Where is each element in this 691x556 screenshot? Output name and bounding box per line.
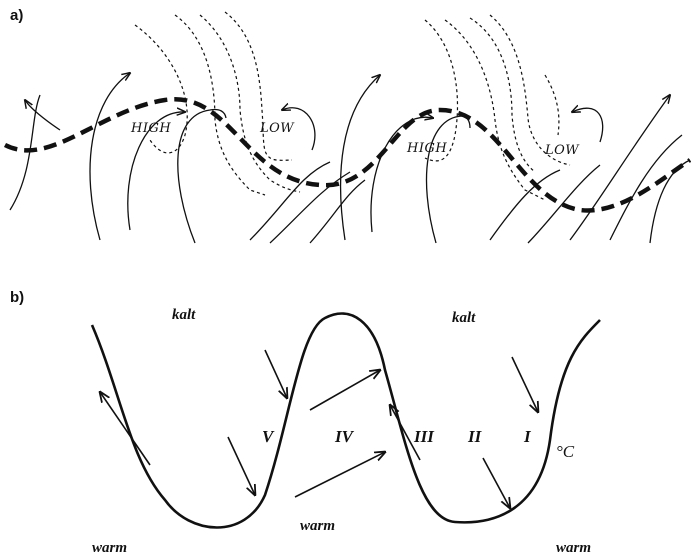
low-label: LOW [544, 143, 580, 158]
flow-arrow [295, 452, 385, 497]
cold-label: kalt [172, 307, 196, 323]
streamline [25, 100, 60, 130]
stage-numeral: I [523, 427, 532, 446]
panel-b-label: b) [10, 289, 24, 306]
stage-numeral: IV [334, 427, 355, 446]
high-label: HIGH [130, 121, 171, 136]
warm-label: warm [556, 540, 591, 556]
streamline-dotted [225, 12, 292, 160]
flow-arrow [228, 437, 255, 495]
streamline-dotted [545, 75, 559, 135]
unit-label: °C [556, 442, 575, 461]
flow-arrow [483, 458, 510, 508]
warm-label: warm [92, 540, 127, 556]
streamline [650, 160, 690, 243]
streamline [427, 116, 470, 243]
streamline [570, 95, 670, 240]
streamline [490, 170, 560, 240]
streamline [341, 75, 380, 240]
streamline-dotted [470, 18, 535, 172]
high-label: HIGH [406, 141, 447, 156]
stage-numeral: V [262, 427, 275, 446]
streamline-dotted [425, 20, 457, 161]
stage-numeral: II [467, 427, 483, 446]
low-label: LOW [259, 121, 295, 136]
streamline [250, 162, 330, 240]
streamline-dotted [175, 15, 265, 195]
streamline [178, 109, 226, 243]
flow-arrow [265, 350, 287, 398]
panel-b: b) kalt kalt warm warm warm V IV III II … [10, 289, 600, 556]
flow-arrow [100, 392, 150, 465]
stage-numeral: III [413, 427, 435, 446]
streamline [371, 117, 433, 232]
streamline [310, 180, 365, 243]
panel-a: a) HIGH LOW HIGH [5, 7, 690, 243]
streamline-dotted [200, 15, 300, 192]
jet-stream-wave [5, 99, 690, 210]
warm-label: warm [300, 518, 335, 534]
front-wave [92, 314, 600, 528]
cold-label: kalt [452, 310, 476, 326]
streamline [572, 108, 603, 142]
streamline [90, 73, 130, 240]
streamline-dotted [445, 20, 545, 200]
flow-arrow [310, 370, 380, 410]
flow-arrow [512, 357, 538, 412]
panel-a-label: a) [10, 7, 23, 24]
